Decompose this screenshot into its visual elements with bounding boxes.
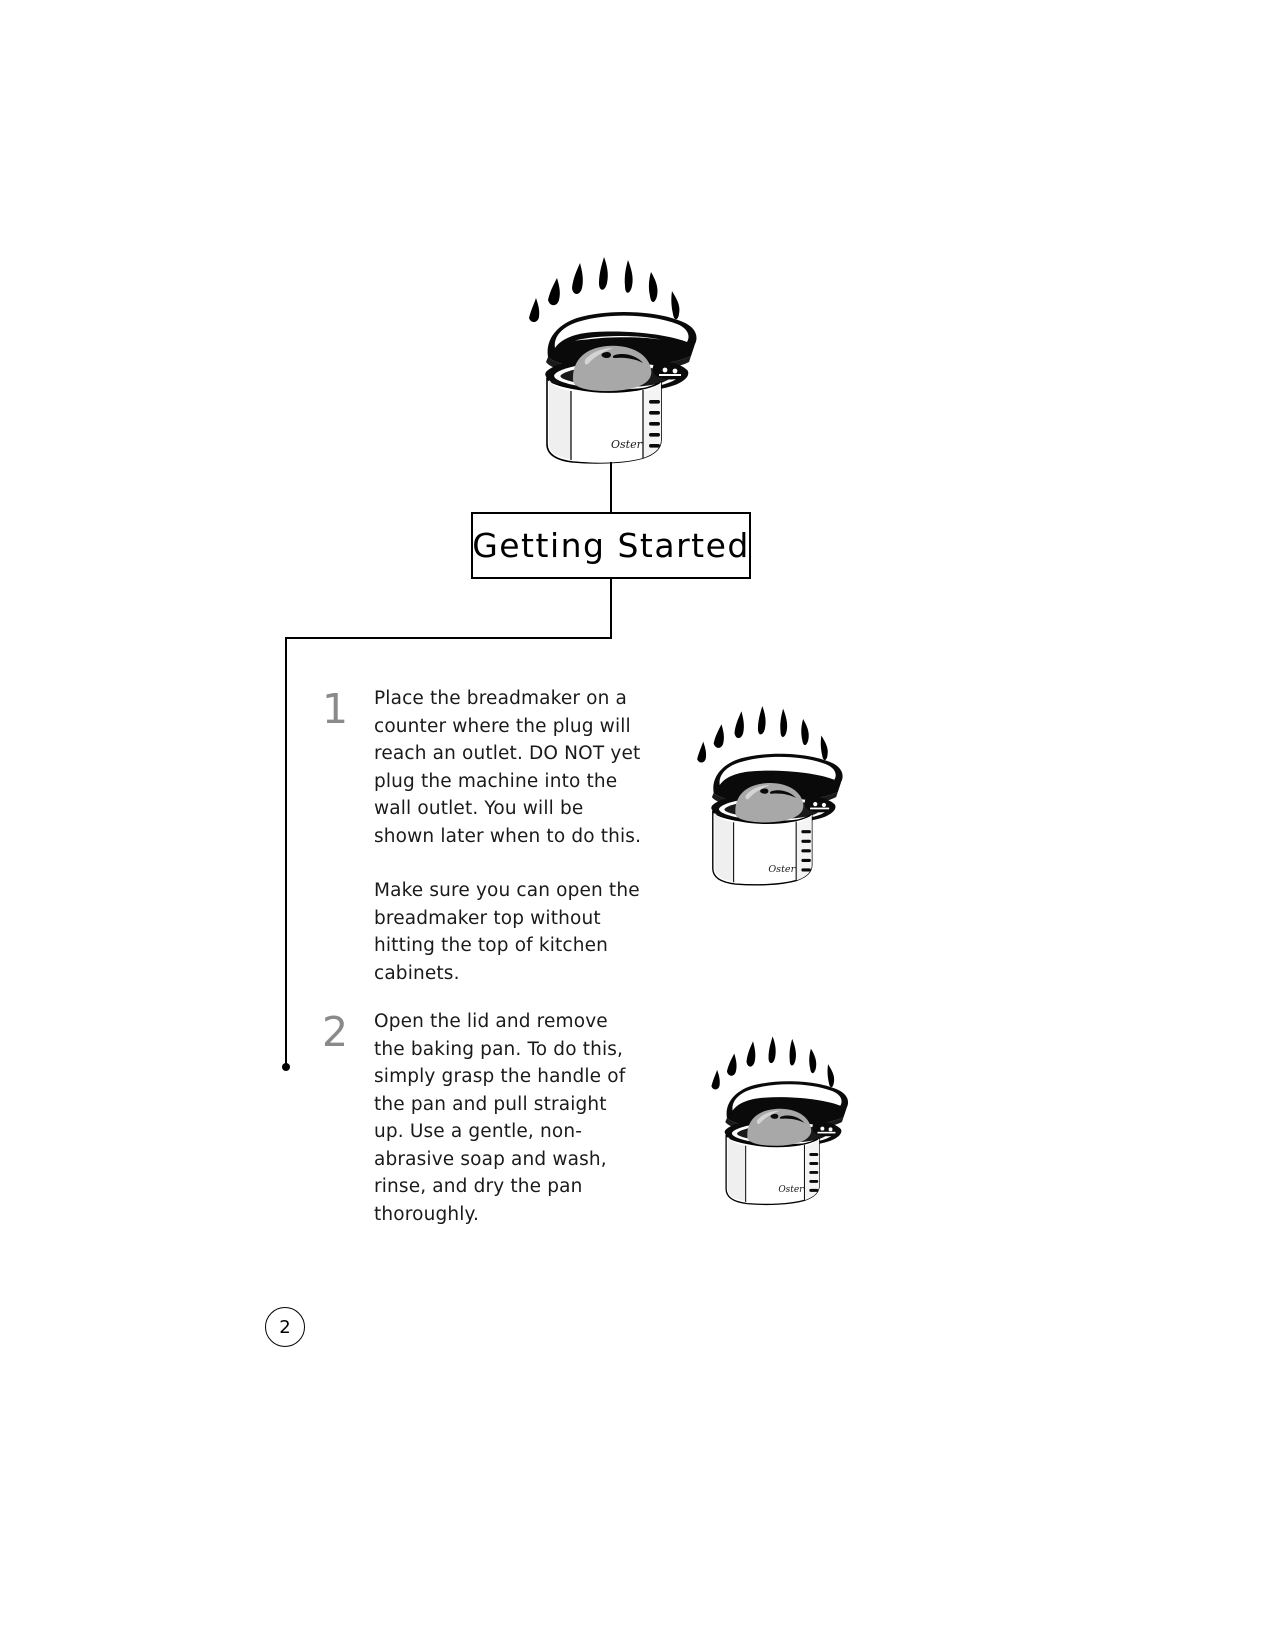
page-number-badge: 2: [265, 1307, 305, 1347]
steam-marks: [697, 705, 828, 763]
svg-text:Oster: Oster: [611, 438, 643, 451]
side-vents: [801, 830, 811, 872]
breadmaker-illustration-hero: Oster: [515, 252, 705, 467]
connector-line-horizontal: [285, 637, 612, 639]
steam-marks: [529, 257, 680, 323]
step-item-1: 1 Place the breadmaker on a counter wher…: [322, 685, 642, 987]
step-item-2: 2 Open the lid and remove the baking pan…: [322, 1008, 642, 1228]
page-title: Getting Started: [472, 526, 750, 565]
step-body-1: Place the breadmaker on a counter where …: [374, 685, 642, 987]
page-title-box: Getting Started: [471, 512, 751, 579]
breadmaker-illustration-step-2: Oster: [700, 1030, 855, 1210]
svg-text:Oster: Oster: [768, 864, 796, 875]
connector-line-hero-to-title: [610, 462, 612, 514]
step-body-2: Open the lid and remove the baking pan. …: [374, 1008, 642, 1228]
oster-brand-logo: Oster: [611, 438, 643, 451]
steam-marks: [711, 1036, 835, 1090]
connector-end-dot: [282, 1063, 290, 1071]
side-vents: [809, 1153, 819, 1192]
step-number-1: 1: [322, 685, 349, 733]
control-panel: [804, 798, 836, 813]
svg-text:Oster: Oster: [778, 1185, 804, 1195]
step-2-paragraph-1: Open the lid and remove the baking pan. …: [374, 1011, 626, 1225]
breadmaker-body: [546, 377, 662, 464]
step-1-paragraph-1: Place the breadmaker on a counter where …: [374, 688, 642, 847]
step-1-paragraph-2: Make sure you can open the breadmaker to…: [374, 880, 640, 984]
oster-brand-logo: Oster: [768, 864, 796, 875]
breadmaker-illustration-step-1: Oster: [685, 700, 850, 890]
oster-brand-logo: Oster: [778, 1185, 804, 1195]
connector-line-title-down: [610, 577, 612, 639]
bread-loaf: [573, 345, 652, 392]
control-panel: [812, 1123, 842, 1137]
breadmaker-body: [712, 810, 813, 886]
page-number-value: 2: [279, 1316, 291, 1338]
side-vents: [649, 400, 660, 448]
control-panel: [652, 363, 689, 380]
bread-loaf: [747, 1108, 812, 1146]
connector-line-vertical-left: [285, 637, 287, 1067]
step-number-2: 2: [322, 1008, 349, 1056]
bread-loaf: [735, 783, 804, 823]
